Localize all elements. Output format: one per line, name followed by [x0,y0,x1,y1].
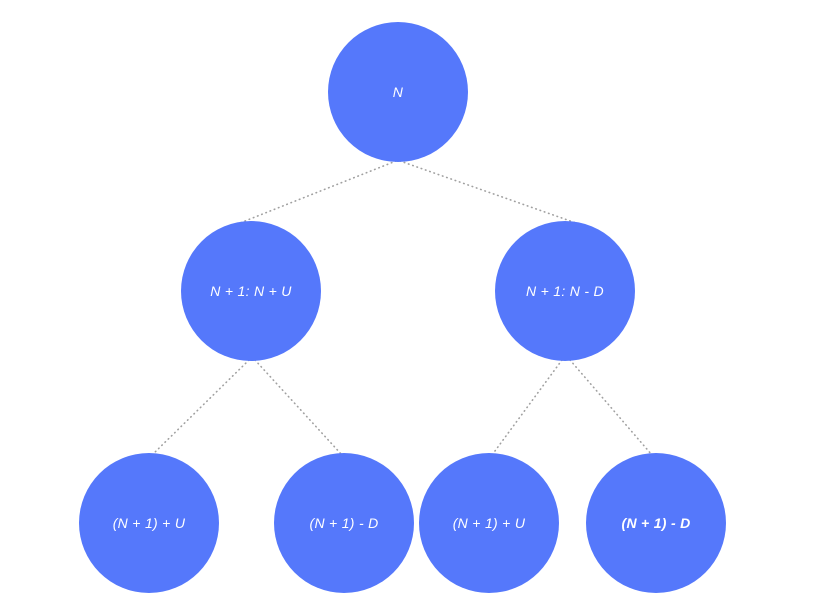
tree-edge [254,359,343,456]
tree-node-label: N [392,84,404,100]
tree-node-l2-a[interactable]: (N + 1) + U [79,453,219,593]
tree-edge [491,359,563,456]
tree-edge [239,160,397,224]
tree-node-label: N + 1: N + U [210,283,292,299]
tree-node-label: N + 1: N - D [526,283,604,299]
tree-node-l2-c[interactable]: (N + 1) + U [419,453,559,593]
tree-edge [399,160,577,224]
tree-edge [151,359,250,456]
tree-node-l1-right[interactable]: N + 1: N - D [495,221,635,361]
tree-node-l1-left[interactable]: N + 1: N + U [181,221,321,361]
tree-node-l2-d[interactable]: (N + 1) - D [586,453,726,593]
tree-node-label: (N + 1) + U [112,515,186,531]
tree-node-l2-b[interactable]: (N + 1) - D [274,453,414,593]
tree-node-label: (N + 1) + U [452,515,526,531]
tree-node-label: (N + 1) - D [309,515,379,531]
tree-edge [569,359,653,456]
tree-node-root[interactable]: N [328,22,468,162]
tree-node-label: (N + 1) - D [621,515,691,531]
